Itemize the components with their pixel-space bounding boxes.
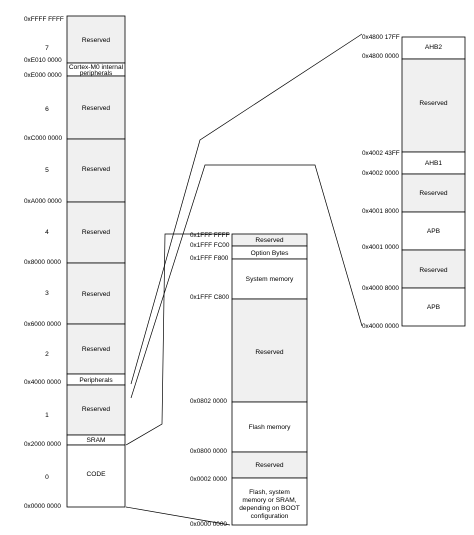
connector-code <box>125 506 231 526</box>
label-system-memory: System memory <box>246 276 294 283</box>
addr-0x40000000: 0x4000 0000 <box>24 379 61 386</box>
region-number-1: 1 <box>45 412 49 419</box>
addr-0x1fffc800: 0x1FFF C800 <box>190 294 230 301</box>
label-apb-upper: APB <box>427 228 441 235</box>
region-number-7: 7 <box>45 45 49 52</box>
block-apb-lower <box>401 287 466 327</box>
label-boot-line3: depending on BOOT <box>239 505 299 512</box>
label-cortex-line2: peripherals <box>80 70 113 77</box>
addr-0x80000000: 0x8000 0000 <box>24 259 61 266</box>
addr-0xe0100000: 0xE010 0000 <box>24 57 62 64</box>
label-flash-memory: Flash memory <box>249 424 291 431</box>
addr-0x40020000: 0x4002 0000 <box>362 170 399 177</box>
label-reserved-2: Reserved <box>82 346 111 353</box>
block-reserved-region-7 <box>66 15 126 64</box>
region-number-2: 2 <box>45 351 49 358</box>
addr-0x40008000: 0x4000 8000 <box>362 285 399 292</box>
addr-0x00020000: 0x0002 0000 <box>190 476 227 483</box>
addr-0x1ffffc00: 0x1FFF FC00 <box>190 242 230 249</box>
block-system-memory <box>231 258 308 300</box>
block-boot-alias <box>231 477 308 526</box>
region-number-3: 3 <box>45 290 49 297</box>
label-boot-line4: configuration <box>251 513 289 520</box>
label-ahb1: AHB1 <box>425 160 443 167</box>
block-reserved-region-1 <box>66 384 126 436</box>
right-memory-column: AHB2 Reserved AHB1 Reserved APB Reserved… <box>362 34 466 330</box>
label-reserved-5: Reserved <box>82 166 111 173</box>
addr-0x480017ff: 0x4800 17FF <box>362 34 400 41</box>
connector-peripherals-bottom <box>130 164 363 399</box>
region-number-6: 6 <box>45 106 49 113</box>
label-reserved-1: Reserved <box>82 406 111 413</box>
addr-0xa0000000: 0xA000 0000 <box>24 198 62 205</box>
addr-0x08000000: 0x0800 0000 <box>190 448 227 455</box>
label-cortex-line1: Cortex-M0 internal <box>69 64 124 71</box>
label-apb-lower: APB <box>427 304 441 311</box>
addr-0x1ffff800: 0x1FFF F800 <box>190 255 229 262</box>
block-reserved-middle <box>231 298 308 403</box>
addr-0xffffffff: 0xFFFF FFFF <box>24 16 64 23</box>
addr-0x40018000: 0x4001 8000 <box>362 208 399 215</box>
label-reserved-4: Reserved <box>82 229 111 236</box>
addr-0x48000000: 0x4800 0000 <box>362 53 399 60</box>
label-boot-line2: memory or SRAM, <box>242 497 296 504</box>
label-reserved-r1: Reserved <box>419 100 448 107</box>
addr-0x1fffffff: 0x1FFF FFFF <box>190 232 230 239</box>
left-memory-column: Reserved Cortex-M0 internal peripherals … <box>24 15 126 510</box>
region-number-4: 4 <box>45 229 49 236</box>
addr-0x400243ff: 0x4002 43FF <box>362 150 400 157</box>
addr-0xe0000000: 0xE000 0000 <box>24 72 62 79</box>
connector-sram <box>125 233 230 446</box>
block-reserved-r1 <box>401 58 466 153</box>
block-reserved-r3 <box>401 249 466 289</box>
addr-0x40010000: 0x4001 0000 <box>362 244 399 251</box>
label-reserved-r3: Reserved <box>419 267 448 274</box>
label-boot-line1: Flash, system <box>249 489 290 496</box>
label-peripherals: Peripherals <box>79 377 113 384</box>
label-code: CODE <box>86 471 106 478</box>
label-option-bytes: Option Bytes <box>251 250 289 257</box>
label-sram: SRAM <box>86 437 105 444</box>
connector-lines <box>125 33 363 526</box>
label-reserved-7: Reserved <box>82 37 111 44</box>
label-ahb2: AHB2 <box>425 44 443 51</box>
label-reserved-middle: Reserved <box>255 349 284 356</box>
block-reserved-low <box>231 451 308 479</box>
label-reserved-r2: Reserved <box>419 190 448 197</box>
label-reserved-low: Reserved <box>255 462 284 469</box>
region-number-5: 5 <box>45 167 49 174</box>
connector-peripherals-top <box>130 33 363 385</box>
label-reserved-6: Reserved <box>82 105 111 112</box>
addr-0x00000000-mid: 0x0000 0000 <box>190 521 227 528</box>
block-code <box>66 444 126 508</box>
region-number-0: 0 <box>45 474 49 481</box>
label-reserved-top: Reserved <box>255 237 284 244</box>
addr-0x20000000: 0x2000 0000 <box>24 441 61 448</box>
addr-0x08020000: 0x0802 0000 <box>190 398 227 405</box>
addr-0x60000000: 0x6000 0000 <box>24 321 61 328</box>
label-reserved-3: Reserved <box>82 291 111 298</box>
addr-0x40000000-right: 0x4000 0000 <box>362 323 399 330</box>
addr-0xc0000000: 0xC000 0000 <box>24 135 62 142</box>
addr-0x00000000: 0x0000 0000 <box>24 503 61 510</box>
block-reserved-region-6 <box>66 75 126 140</box>
middle-memory-column: Reserved Option Bytes System memory Rese… <box>190 232 308 528</box>
block-reserved-region-5 <box>66 138 126 203</box>
block-apb-upper <box>401 211 466 251</box>
